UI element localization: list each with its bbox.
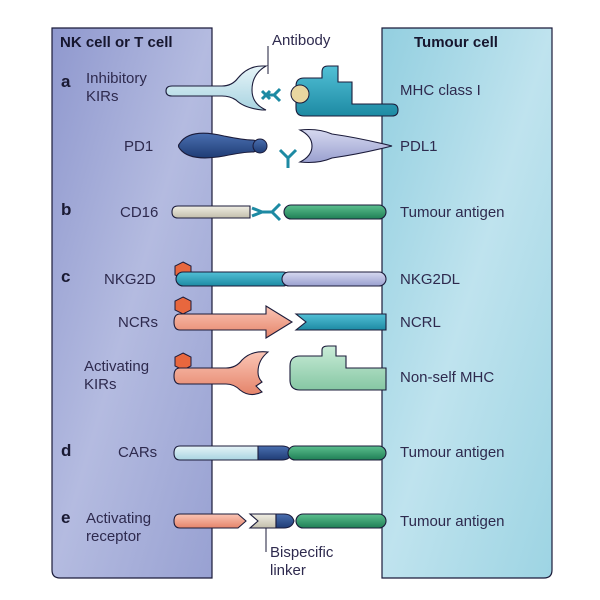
antibody-cd16 [251,202,282,222]
label-nkg2d: NKG2D [104,271,156,288]
nk-cell-body [51,27,213,579]
car-receptor [173,445,293,461]
label-mhc-class-i: MHC class I [400,82,481,99]
label-tumour-antigen-d: Tumour antigen [400,444,505,461]
activating-kir-receptor [173,351,270,396]
tumour-antigen-e [295,513,387,529]
mhc-class-i [290,65,399,117]
nk-cell-header: NK cell or T cell [60,34,173,51]
bispecific-linker [248,513,295,529]
label-ncrl: NCRL [400,314,441,331]
section-letter-c: c [61,267,71,286]
label-cars: CARs [118,444,158,461]
label-bispecific-linker: Bispecific linker [270,544,334,579]
ncrl-ligand [294,313,387,331]
antibody-a [260,87,282,103]
tumour-antigen-d [287,445,387,461]
label-activating-receptor: Activating receptor [86,510,152,545]
tumour-cell-header: Tumour cell [414,34,498,51]
label-tumour-antigen-b: Tumour antigen [400,204,505,221]
label-non-self-mhc: Non-self MHC [400,369,495,386]
ncr-hexagon [174,296,192,315]
inhibitory-kir-receptor [165,65,269,111]
section-letter-a: a [61,72,71,91]
section-letter-e: e [61,508,71,527]
label-inhibitory-kirs: Inhibitory KIRs [86,70,147,105]
label-antibody: Antibody [272,32,331,49]
nkg2d-receptor [175,271,291,287]
antibody-pd1 [278,148,298,168]
pdl1-ligand [298,128,393,164]
non-self-mhc [289,345,387,391]
tumour-antigen-b [283,204,387,220]
cd16-receptor [171,205,251,219]
label-pdl1: PDL1 [400,138,438,155]
section-letter-d: d [61,441,72,460]
label-pd1: PD1 [124,138,154,155]
ncr-receptor [173,305,294,339]
tumour-cell-body [381,27,553,579]
label-activating-kirs: Activating KIRs [84,358,150,393]
pd1-receptor [177,132,268,159]
section-letter-b: b [61,200,72,219]
nkg2dl-ligand [281,271,387,287]
activating-receptor [173,513,247,529]
label-cd16: CD16 [120,204,159,221]
label-nkg2dl: NKG2DL [400,271,461,288]
label-ncrs: NCRs [118,314,158,331]
label-tumour-antigen-e: Tumour antigen [400,513,505,530]
